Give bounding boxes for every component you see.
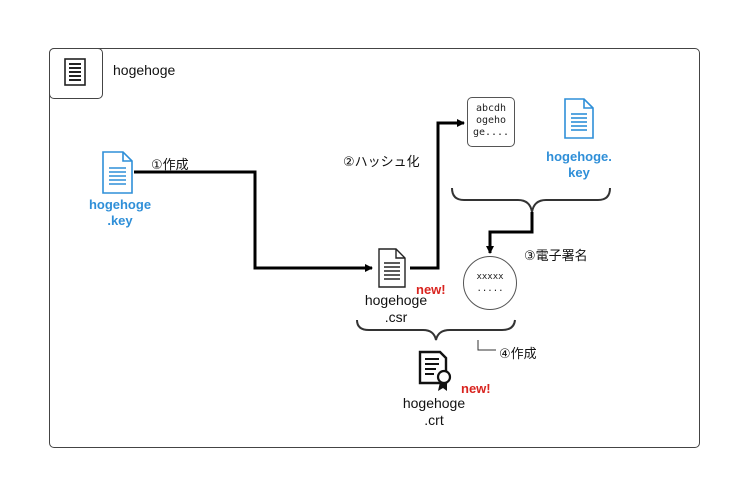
certificate-icon xyxy=(418,350,452,391)
csr-file-ext: .csr xyxy=(384,309,408,325)
key-file-label: hogehoge .key xyxy=(80,197,160,229)
label-create-crt: ④作成 xyxy=(499,346,537,361)
label-create-csr: ①作成 xyxy=(151,157,189,172)
edge-sign xyxy=(486,212,534,254)
csr-new-badge: new! xyxy=(416,282,446,297)
hash-value-box: abcdh ogeho ge.... xyxy=(467,97,515,147)
brace-top xyxy=(451,187,611,213)
key-file-right-ext: key xyxy=(568,165,590,180)
signature-line-2: ..... xyxy=(476,284,504,294)
label-hash: ②ハッシュ化 xyxy=(343,154,420,169)
csr-file-label: hogehoge .csr xyxy=(356,292,436,326)
crt-file-label: hogehoge .crt xyxy=(394,395,474,429)
callout-create-crt xyxy=(477,340,496,351)
key-file-right-name: hogehoge. xyxy=(546,149,612,164)
key-file-ext: .key xyxy=(107,213,133,228)
brace-bottom xyxy=(356,319,516,341)
edge-create-csr xyxy=(134,170,373,272)
csr-file-icon xyxy=(378,248,406,288)
signature-circle: xxxxx ..... xyxy=(463,256,517,310)
container-title: hogehoge xyxy=(113,62,176,78)
key-file-right-icon xyxy=(564,98,594,139)
document-icon xyxy=(64,58,86,86)
label-sign: ③電子署名 xyxy=(524,248,588,263)
edge-hash xyxy=(410,119,465,270)
key-file-name: hogehoge xyxy=(88,197,152,212)
hash-line-2: ogeho xyxy=(475,115,507,126)
signature-line-1: xxxxx xyxy=(476,272,504,282)
crt-new-badge: new! xyxy=(461,381,491,396)
crt-file-ext: .crt xyxy=(424,412,444,428)
key-file-icon xyxy=(102,151,133,194)
crt-file-name: hogehoge xyxy=(402,395,466,411)
hash-line-3: ge.... xyxy=(472,127,510,138)
key-file-right-label: hogehoge. key xyxy=(538,149,620,181)
hash-line-1: abcdh xyxy=(475,103,507,114)
container-frame xyxy=(49,48,700,448)
csr-file-name: hogehoge xyxy=(364,292,428,308)
container-tab xyxy=(49,48,103,99)
